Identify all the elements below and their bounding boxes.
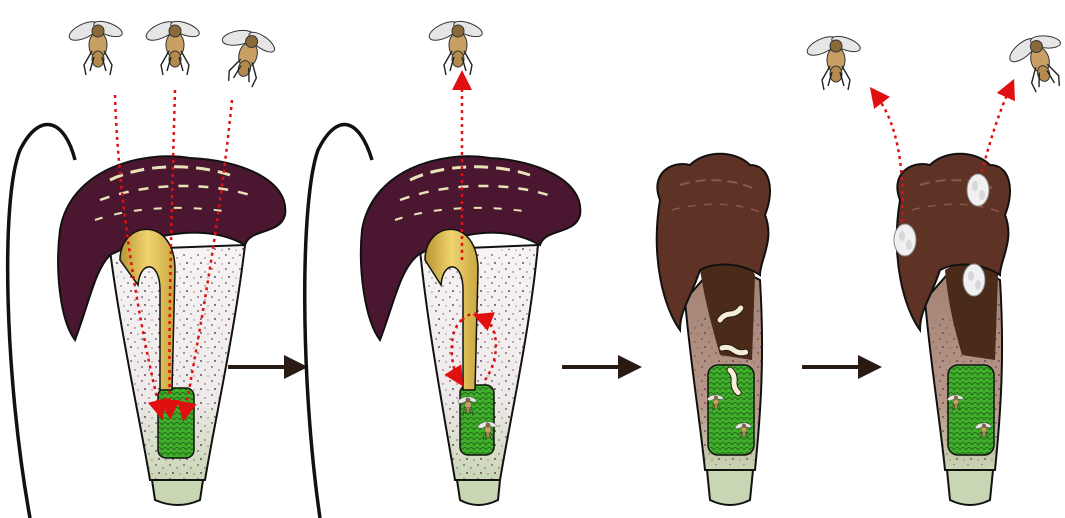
stage-4-panel	[805, 27, 1065, 505]
female-flowers	[948, 365, 994, 455]
stage-2-panel	[305, 18, 581, 518]
stalk-curve	[305, 125, 372, 518]
fly-icon	[427, 18, 485, 75]
fly-icon	[1003, 27, 1065, 97]
fly-icon	[67, 18, 125, 75]
stage-1-panel	[8, 18, 286, 518]
fly-icon	[144, 18, 202, 75]
stem-base	[707, 470, 753, 505]
pupa-cluster-icon	[963, 264, 985, 296]
pupa-cluster-icon	[967, 174, 989, 206]
fly-icon	[805, 33, 863, 90]
pupa-cluster-icon	[894, 224, 916, 256]
stem-base	[947, 470, 993, 505]
exit-path	[982, 88, 1010, 172]
stem-base	[457, 480, 500, 505]
fly-icon	[210, 21, 280, 91]
stage-3-panel	[657, 154, 770, 505]
female-flowers	[460, 385, 494, 455]
stem-base	[152, 480, 203, 505]
